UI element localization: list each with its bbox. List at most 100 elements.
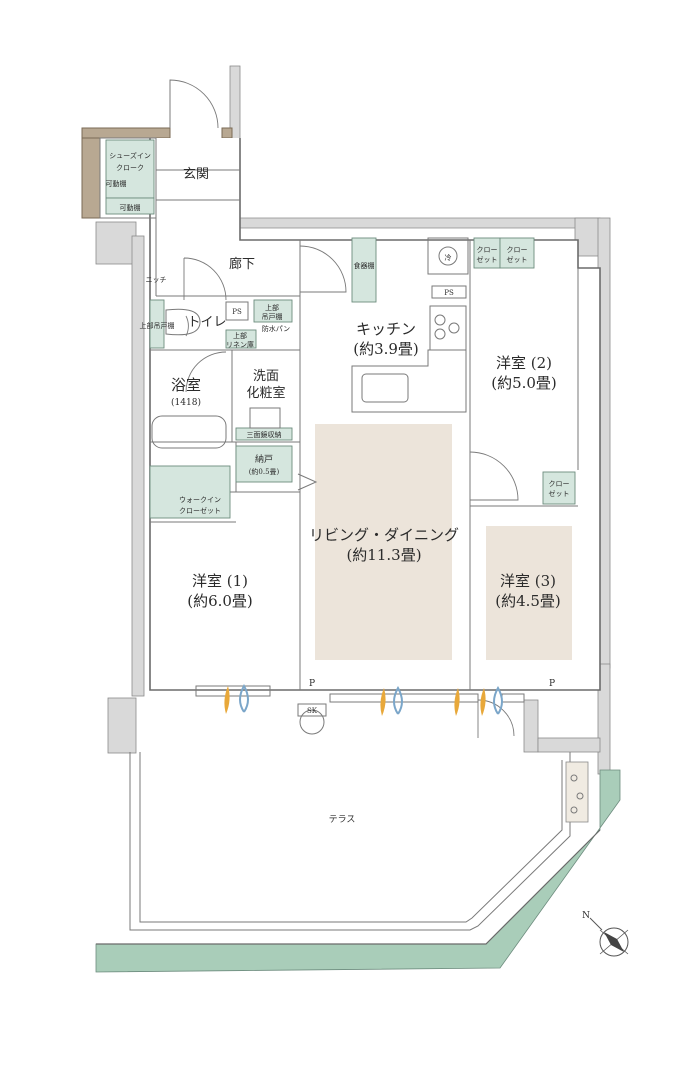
- storage-nando-area: [235, 445, 293, 483]
- planter-box: [565, 761, 589, 823]
- waterproof-pan-label: 防水パン: [262, 324, 290, 333]
- wash-basin: [249, 407, 281, 429]
- closet-a-label-1: クロー: [477, 246, 498, 254]
- closet-c-area: [542, 471, 576, 505]
- wall-block-hatched: [81, 127, 101, 219]
- sk-box: [297, 703, 327, 717]
- p-right-label: P: [549, 679, 555, 689]
- upper-linen-label-2: リネン庫: [226, 340, 254, 349]
- p-left-label: P: [309, 679, 315, 689]
- upper-shelf-left-area: [149, 299, 165, 349]
- dish-shelf-label: 食器棚: [354, 261, 375, 270]
- closet-b-label-1: クロー: [507, 246, 528, 254]
- compass: N: [582, 911, 629, 957]
- planting-strip: [95, 769, 621, 973]
- upper-shelf-toilet-label-2: 吊戸棚: [262, 312, 283, 321]
- burner-icon: [434, 328, 446, 340]
- draft-flame-icon: [224, 686, 230, 714]
- walkin-closet-area: [149, 465, 231, 519]
- movable-shelf-v-label: 可動棚: [106, 179, 127, 188]
- roka-label: 廊下: [229, 256, 255, 272]
- upper-linen-label-1: 上部: [233, 331, 247, 340]
- burner-icon: [448, 322, 460, 334]
- burner-icon: [434, 314, 446, 326]
- upper-shelf-left-label: 上部吊戸棚: [140, 321, 175, 330]
- wall-block-hatched: [81, 127, 171, 139]
- draft-wave-icon: [393, 685, 403, 715]
- upper-shelf-toilet-area: [253, 299, 293, 323]
- ldk-label: リビング・ダイニング: [309, 526, 459, 544]
- structure: [81, 65, 611, 775]
- draft-wave-icon: [239, 683, 249, 713]
- compass-needle-icon: [604, 932, 624, 952]
- kitchen-counter: [351, 349, 467, 413]
- fridge-icon: [438, 246, 458, 266]
- wall-block: [574, 217, 601, 257]
- room3-floor: [486, 526, 572, 660]
- storage-size-label: (約0.5畳): [249, 467, 280, 476]
- wall-block: [107, 697, 137, 754]
- ps-toilet-label: PS: [232, 308, 242, 316]
- storage-areas: [105, 139, 576, 519]
- ps-kitchen-label: PS: [444, 289, 454, 297]
- room2-size-label: (約5.0畳): [491, 374, 557, 392]
- walkin-closet-label-1: ウォークイン: [179, 496, 221, 504]
- toilet-bowl: [165, 308, 201, 336]
- sink: [361, 373, 409, 403]
- genkan-label: 玄関: [183, 167, 209, 182]
- movable-shelf-h-label: 可動棚: [120, 203, 141, 212]
- terrace: [95, 752, 621, 973]
- closet-b-area: [499, 237, 535, 269]
- wall-block: [537, 737, 601, 753]
- washroom-label-2: 化粧室: [246, 385, 285, 401]
- fridge-label: 冷: [445, 253, 452, 262]
- terrace-label: テラス: [329, 814, 356, 825]
- compass-n-label: N: [582, 911, 590, 921]
- niche-label: ニッチ: [146, 276, 167, 284]
- closet-a-label-2: ゼット: [477, 255, 498, 264]
- draft-flame-icon: [454, 688, 460, 716]
- ps-kitchen-box: [431, 285, 467, 299]
- storage-label: 納戸: [255, 453, 273, 465]
- mirror-storage-label: 三面鏡収納: [247, 430, 282, 439]
- draft-wave-icon: [493, 685, 503, 715]
- toilet-label: トイレ: [187, 315, 226, 330]
- wall-block: [229, 217, 601, 229]
- draft-flame-icon: [380, 688, 386, 716]
- closet-c-label-1: クロー: [549, 480, 570, 488]
- kitchen-size-label: (約3.9畳): [353, 340, 419, 358]
- closet-b-label-2: ゼット: [507, 255, 528, 264]
- fixtures: [151, 237, 469, 735]
- washroom-label-1: 洗面: [253, 369, 279, 384]
- draft-flame-icon: [480, 688, 486, 716]
- fridge-space: [427, 237, 469, 275]
- window-room3: [501, 693, 525, 703]
- walkin-closet-label-2: クローゼット: [179, 506, 221, 515]
- sk-label: SK: [307, 707, 318, 715]
- room3-size-label: (約4.5畳): [495, 592, 561, 610]
- room1-label: 洋室 (1): [192, 572, 248, 590]
- upper-shelf-toilet-label-1: 上部: [265, 303, 279, 312]
- shoes-closet-label-2: クローク: [116, 164, 144, 172]
- wall-block: [131, 235, 145, 697]
- ps-toilet-box: [225, 301, 249, 321]
- window-ldk: [329, 693, 479, 703]
- room3-label: 洋室 (3): [500, 572, 556, 590]
- wall-block-hatched: [221, 127, 233, 139]
- movable-shelf-area: [105, 197, 155, 215]
- bathtub: [151, 415, 227, 449]
- arrow-icon: [297, 473, 318, 491]
- sk-fixture: [299, 709, 325, 735]
- bath-label: 浴室: [171, 376, 201, 394]
- kitchen-label: キッチン: [356, 320, 416, 338]
- upper-linen-area: [225, 329, 257, 349]
- ldk-floor: [315, 424, 452, 660]
- dish-shelf-area: [351, 237, 377, 303]
- wall-block: [523, 699, 539, 753]
- room1-size-label: (約6.0畳): [187, 592, 253, 610]
- window-room1: [195, 685, 271, 697]
- shoes-closet-label-1: シューズイン: [109, 151, 151, 160]
- room2-label: 洋室 (2): [496, 354, 552, 372]
- doors: [169, 79, 519, 738]
